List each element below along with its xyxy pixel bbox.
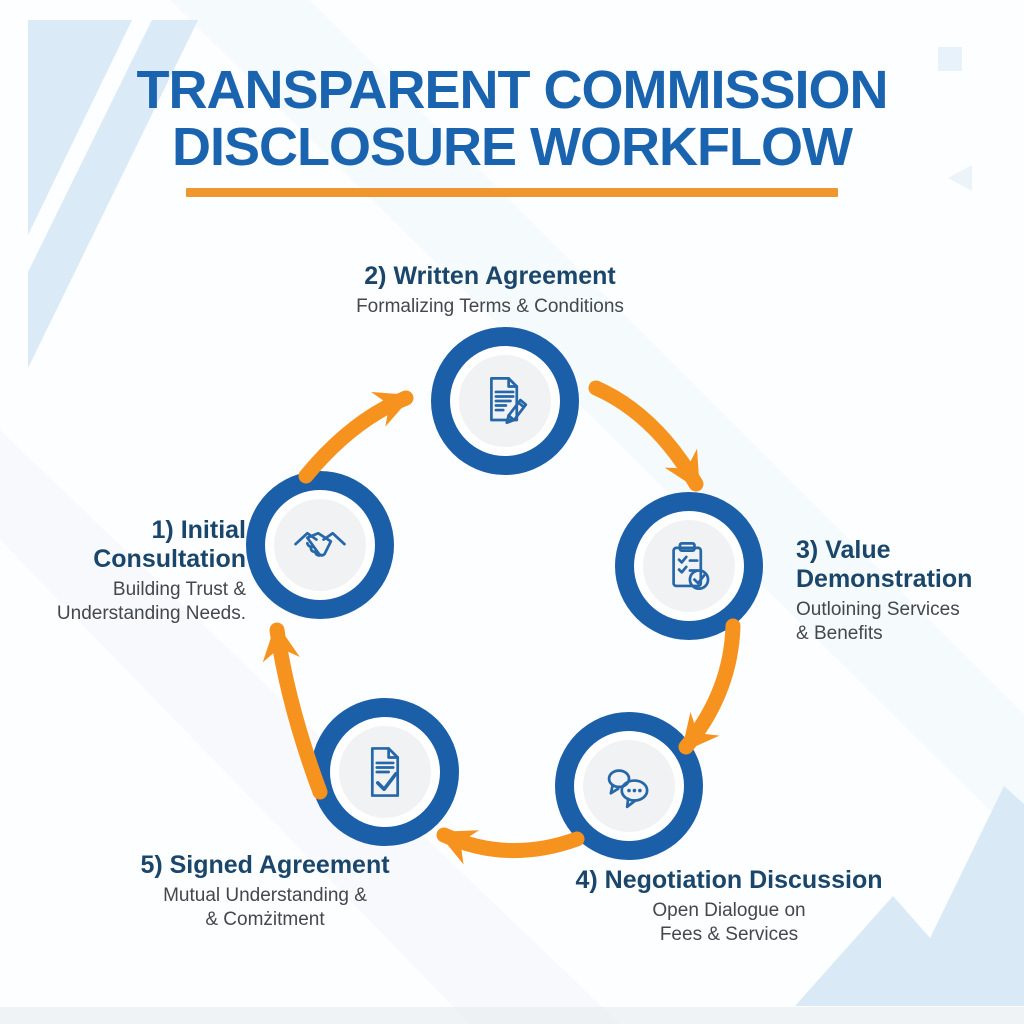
title-line-2: DISCLOSURE WORKFLOW	[172, 117, 853, 178]
title-line-1: TRANSPARENT COMMISSION	[136, 60, 888, 120]
step-4-label: 4) Negotiation Discussion Open Dialogue …	[562, 866, 896, 946]
clipboard-check-icon	[672, 541, 710, 591]
arrow-5-to-1	[262, 622, 328, 800]
step-5-label: 5) Signed Agreement Mutual Understanding…	[100, 851, 430, 931]
step-4-heading: 4) Negotiation Discussion	[575, 866, 883, 894]
signed-document-icon	[370, 747, 400, 797]
step-1-label: 1) Initial Consultation Building Trust &…	[28, 516, 246, 625]
arrow-2-to-3	[588, 380, 704, 492]
step-2-circle	[459, 355, 551, 447]
step-5-circle	[339, 726, 431, 818]
step-3-label: 3) Value Demonstration Outloining Servic…	[796, 536, 1011, 645]
step-2-subtext: Formalizing Terms & Conditions	[356, 296, 624, 317]
step-2-label: 2) Written Agreement Formalizing Terms &…	[330, 262, 650, 319]
step-4-subtext: Open Dialogue on Fees & Services	[652, 900, 806, 945]
step-2-heading: 2) Written Agreement	[364, 262, 616, 290]
title-underline	[186, 188, 838, 198]
step-1-subtext: Building Trust & Understanding Needs.	[56, 579, 246, 624]
page-title: TRANSPARENT COMMISSION DISCLOSURE WORKFL…	[0, 60, 1024, 198]
step-3-circle	[643, 520, 735, 612]
step-4-circle	[583, 740, 675, 832]
step-5-subtext: Mutual Understanding & & Comżitment	[163, 885, 367, 930]
handshake-icon	[294, 531, 346, 557]
step-3-subtext: Outloining Services & Benefits	[796, 599, 960, 644]
corner-band-bottom-right	[897, 786, 1024, 1006]
step-5-heading: 5) Signed Agreement	[140, 851, 390, 879]
arrow-4-to-5	[436, 827, 585, 865]
arrow-3-to-4	[678, 618, 741, 755]
chat-bubbles-icon	[607, 769, 649, 809]
step-3-heading: 3) Value Demonstration	[796, 536, 973, 593]
step-1-circle	[274, 499, 366, 591]
arrow-1-to-2	[298, 390, 414, 484]
document-pencil-icon	[490, 376, 528, 425]
step-1-heading: 1) Initial Consultation	[93, 516, 246, 573]
bottom-strip	[0, 1007, 1024, 1024]
